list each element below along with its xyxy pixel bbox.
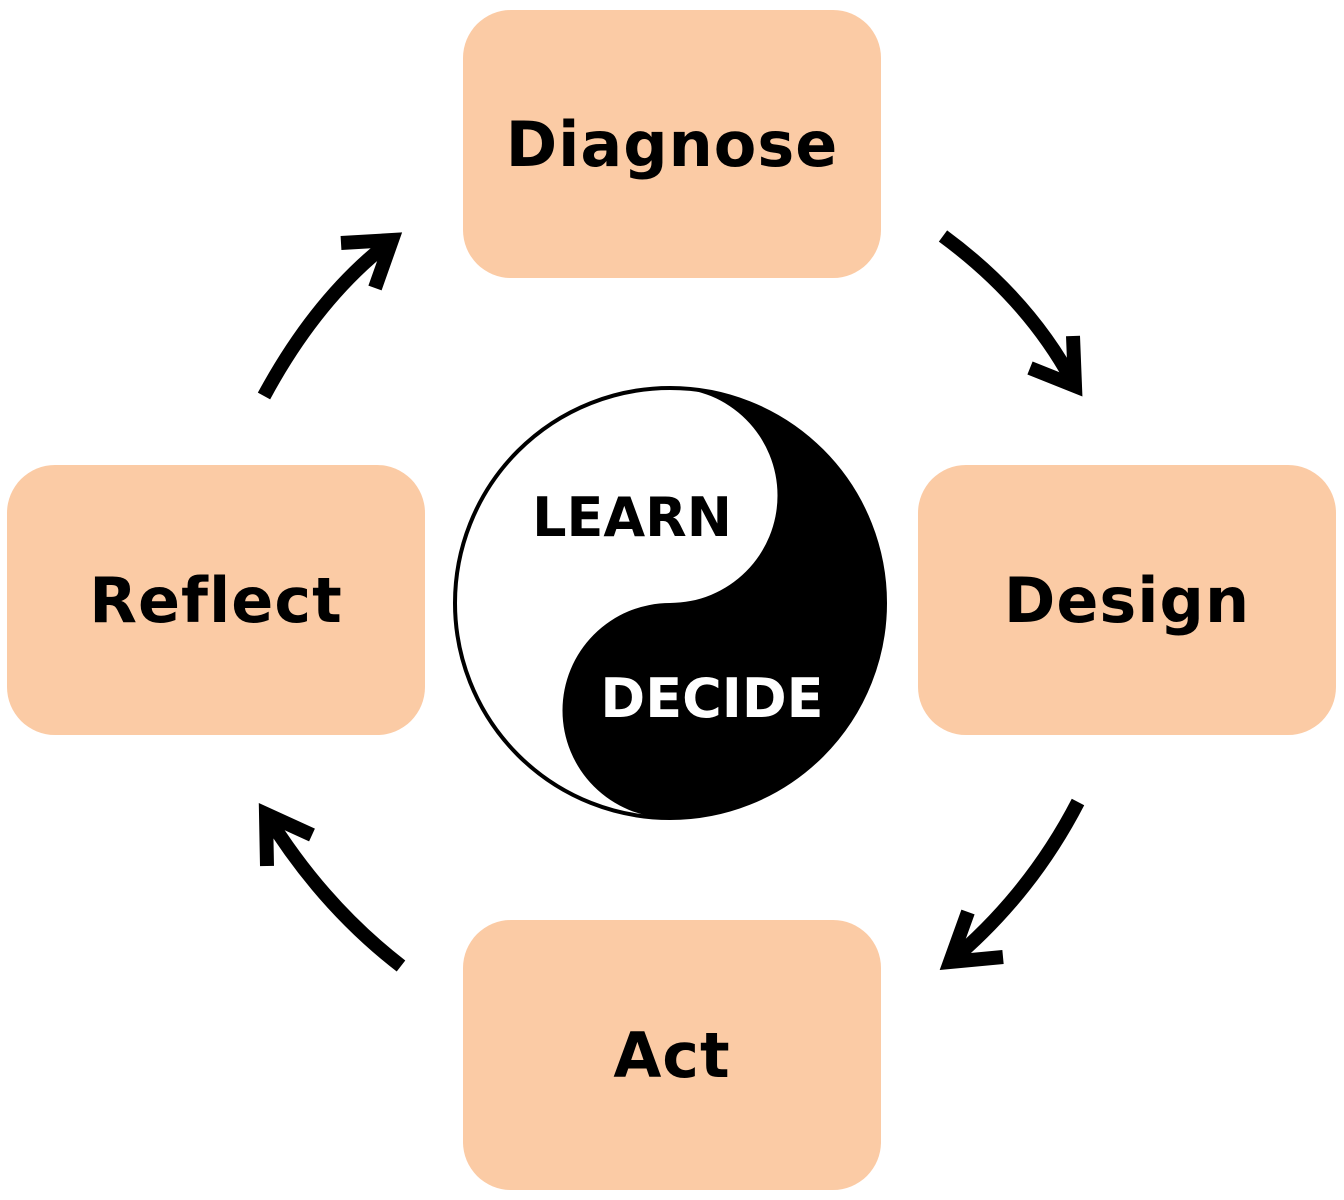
step-label-reflect: Reflect xyxy=(89,563,343,637)
arrow-reflect-to-diagnose xyxy=(257,232,403,400)
arrow-design-to-act xyxy=(939,798,1085,971)
step-box-design: Design xyxy=(918,465,1336,735)
yin-yang-icon: LEARN DECIDE xyxy=(453,386,887,820)
step-box-diagnose: Diagnose xyxy=(463,10,881,278)
learn-label: LEARN xyxy=(532,486,732,549)
step-label-diagnose: Diagnose xyxy=(505,107,839,181)
arrow-act-to-reflect xyxy=(258,803,406,972)
step-box-act: Act xyxy=(463,920,881,1190)
step-label-design: Design xyxy=(1003,563,1251,637)
decide-label: DECIDE xyxy=(600,667,823,730)
step-label-act: Act xyxy=(613,1018,731,1092)
arrow-diagnose-to-design xyxy=(938,230,1083,397)
step-box-reflect: Reflect xyxy=(7,465,425,735)
